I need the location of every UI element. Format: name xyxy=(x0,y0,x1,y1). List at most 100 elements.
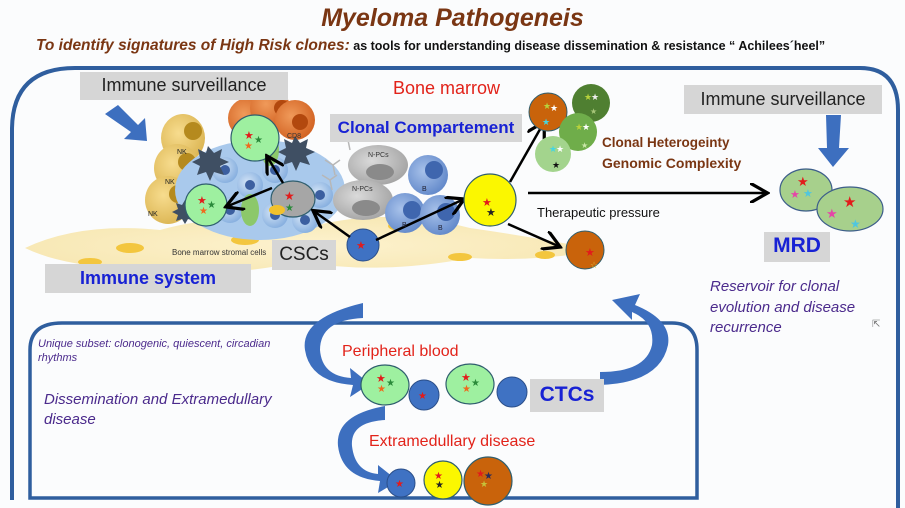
svg-text:★: ★ xyxy=(790,189,800,201)
immune-surveillance-right-label: Immune surveillance xyxy=(700,89,866,109)
ctcs-box xyxy=(530,379,604,412)
svg-text:★: ★ xyxy=(386,378,395,389)
immune-system-label: Immune system xyxy=(79,268,217,288)
page-title: Myeloma Pathogeneis xyxy=(321,4,584,32)
immune-surveillance-right-box xyxy=(684,85,882,114)
subset-note: Unique subset: clonogenic, quiescent, ci… xyxy=(38,338,271,364)
immune-arrow-left xyxy=(105,105,147,141)
svg-text:★: ★ xyxy=(207,200,216,211)
emd-cells: ★ ★★ ★★★ xyxy=(386,456,513,506)
extramedullary-label: Extramedullary disease xyxy=(369,433,536,450)
svg-text:★: ★ xyxy=(244,130,254,142)
svg-text:★: ★ xyxy=(582,122,590,132)
svg-text:★: ★ xyxy=(244,141,253,152)
svg-text:★: ★ xyxy=(803,188,813,200)
cscs-box xyxy=(272,240,336,270)
svg-text:★: ★ xyxy=(285,203,294,214)
bm-blue-cell: ★ xyxy=(346,228,380,262)
b-label: B xyxy=(438,225,443,232)
stromal-cells-label: Bone marrow stromal cells xyxy=(172,248,267,257)
outer-frame xyxy=(10,66,900,508)
svg-text:★: ★ xyxy=(476,469,485,480)
immune-surveillance-left-label: Immune surveillance xyxy=(101,75,267,95)
svg-text:★: ★ xyxy=(480,479,488,489)
clonal-compartment-box xyxy=(330,114,522,142)
heterogeneity-clones: ★★★ ★★★ ★★★ ★★★ xyxy=(528,84,610,172)
bone-marrow-label: Bone marrow xyxy=(393,78,501,98)
mrd-box xyxy=(764,232,830,262)
bm-green-clone-left: ★★★ xyxy=(184,183,228,227)
svg-text:★: ★ xyxy=(482,197,492,209)
peripheral-blood-label: Peripheral blood xyxy=(342,343,459,360)
subtitle-rest: as tools for understanding disease disse… xyxy=(349,39,826,53)
svg-text:★: ★ xyxy=(486,207,496,219)
svg-text:★: ★ xyxy=(590,107,597,116)
ctcs-label: CTCs xyxy=(539,383,595,406)
svg-text:★: ★ xyxy=(462,384,471,395)
b-label: B xyxy=(402,222,407,229)
svg-text:★: ★ xyxy=(575,122,583,132)
svg-text:★: ★ xyxy=(542,117,550,127)
npcs-label: N-PCs xyxy=(368,152,389,159)
svg-text:★: ★ xyxy=(395,479,404,490)
therapeutic-pressure-label: Therapeutic pressure xyxy=(537,205,660,220)
mrd-label: MRD xyxy=(773,234,821,257)
svg-text:★: ★ xyxy=(435,480,444,491)
svg-text:★: ★ xyxy=(591,92,599,102)
flow-arrow-down-pb xyxy=(304,303,370,397)
resistant-orange-clone: ★☆ xyxy=(565,230,605,270)
svg-text:★: ★ xyxy=(284,189,295,203)
dissemination-heading: Dissemination and Extramedullary disease xyxy=(44,391,272,428)
yellow-clone: ★★ xyxy=(463,173,517,227)
cd8-label: CD8 xyxy=(287,133,302,140)
subtitle-lead: To identify signatures of High Risk clon… xyxy=(36,37,350,54)
yellow-clone-arrows xyxy=(507,124,765,246)
svg-text:★: ★ xyxy=(434,471,443,482)
svg-text:★: ★ xyxy=(484,471,493,482)
svg-text:★: ★ xyxy=(585,247,595,259)
clonal-heterogeneity-label: Clonal Heterogeinty xyxy=(602,135,730,150)
svg-text:★: ★ xyxy=(797,174,809,189)
svg-text:☆: ☆ xyxy=(590,260,598,270)
svg-text:★: ★ xyxy=(199,206,208,217)
bm-green-clone-top: ★★★ xyxy=(230,114,280,162)
inner-frame xyxy=(28,321,699,500)
svg-text:★: ★ xyxy=(471,378,480,389)
immune-system-box xyxy=(45,264,251,293)
flow-arrow-down-emd xyxy=(337,406,398,493)
svg-text:★: ★ xyxy=(356,240,366,252)
nk-label: NK xyxy=(148,211,158,218)
svg-text:★: ★ xyxy=(418,391,427,402)
svg-text:★: ★ xyxy=(376,373,386,385)
clonal-compartment-label: Clonal Compartement xyxy=(337,118,515,137)
bm-arrows xyxy=(228,158,462,242)
nk-label: NK xyxy=(177,149,187,156)
immune-arrow-right xyxy=(818,115,849,167)
svg-text:★: ★ xyxy=(254,135,263,146)
svg-text:★: ★ xyxy=(843,194,856,211)
svg-text:★: ★ xyxy=(850,217,861,231)
svg-text:★: ★ xyxy=(826,206,838,221)
svg-text:★: ★ xyxy=(197,195,207,207)
bm-gray-clone: ★★ xyxy=(269,180,316,218)
svg-text:★: ★ xyxy=(581,141,588,150)
immune-surveillance-left-box xyxy=(80,72,288,100)
svg-text:★: ★ xyxy=(461,372,471,384)
spiky-cells xyxy=(172,136,315,224)
nk-label: NK xyxy=(165,179,175,186)
subtitle: To identify signatures of High Risk clon… xyxy=(36,37,825,55)
svg-text:★: ★ xyxy=(377,384,386,395)
b-label: B xyxy=(422,186,427,193)
svg-text:★: ★ xyxy=(556,144,564,154)
mrd-clones: ★★★ ★★★ xyxy=(779,168,884,232)
svg-text:★: ★ xyxy=(543,101,551,111)
pb-cells: ★★★ ★ ★★★ xyxy=(360,363,528,411)
npcs-label: N-PCs xyxy=(352,186,373,193)
svg-text:★: ★ xyxy=(552,160,560,170)
cscs-label: CSCs xyxy=(279,244,329,265)
genomic-complexity-label: Genomic Complexity xyxy=(602,155,742,171)
npc-cells xyxy=(333,145,408,220)
svg-text:★: ★ xyxy=(550,103,558,113)
flow-arrow-up-return xyxy=(600,294,669,385)
